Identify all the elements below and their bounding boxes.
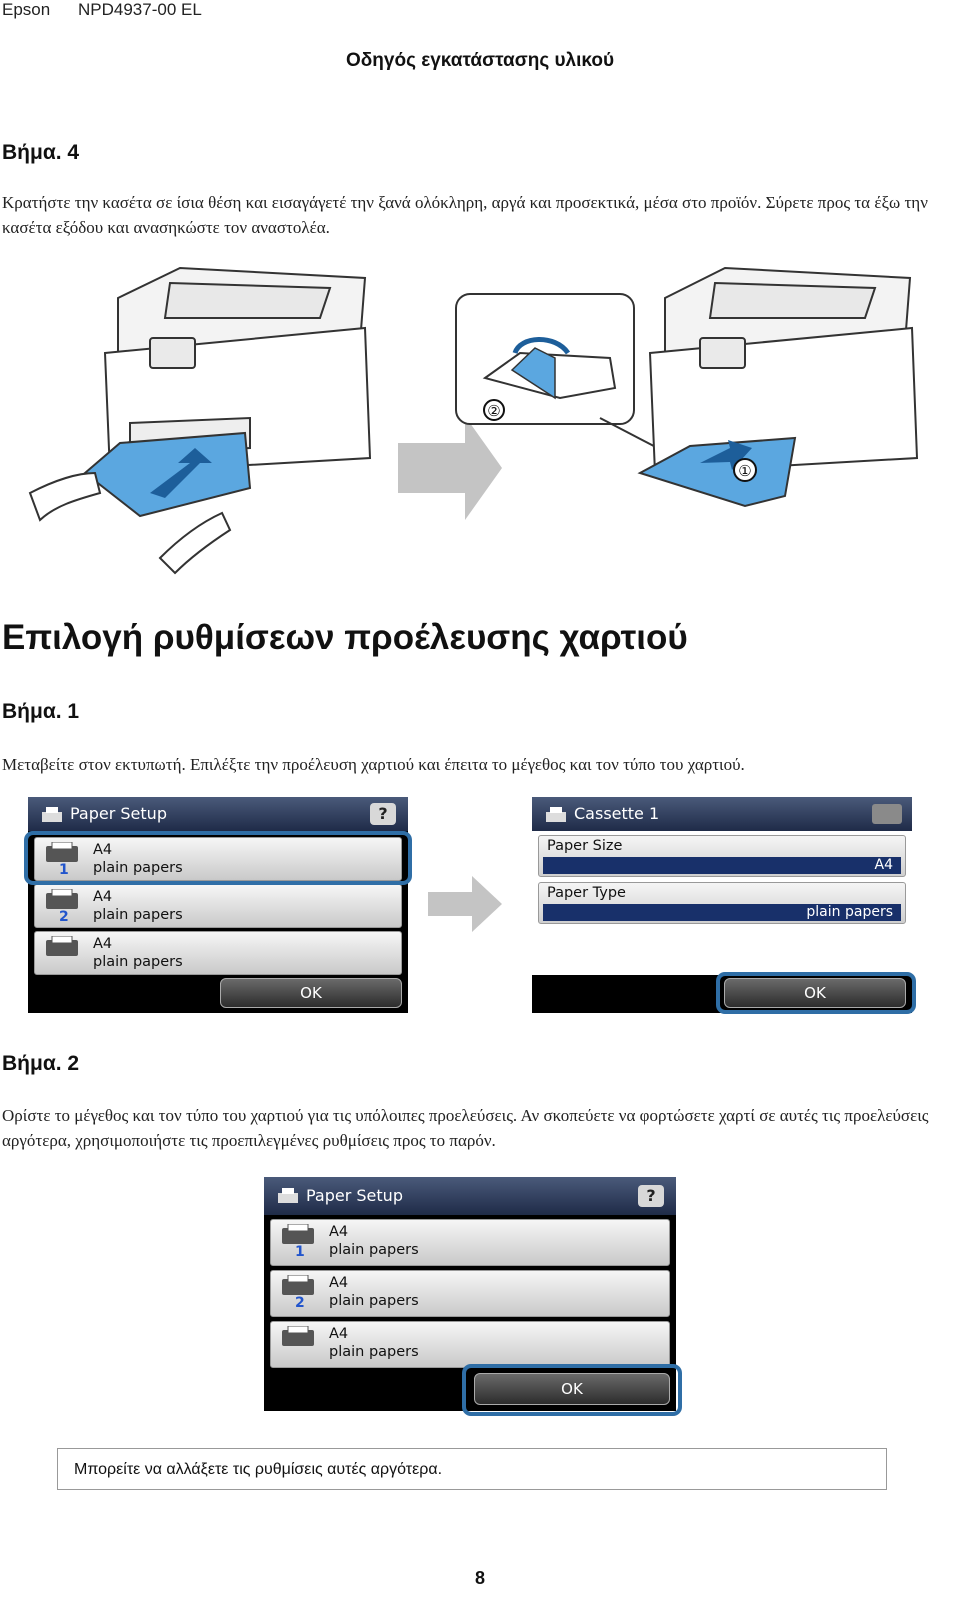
printer-right <box>637 266 919 508</box>
tray-paper-size: A4 <box>329 1275 349 1291</box>
ok-button[interactable]: OK <box>220 978 402 1008</box>
note-text: Μπορείτε να αλλάξετε τις ρυθμίσεις αυτές… <box>74 1461 443 1478</box>
document-title: Οδηγός εγκατάστασης υλικού <box>345 50 615 71</box>
tray-rear-button[interactable]: A4 plain papers <box>270 1321 670 1368</box>
lcd-title-bar <box>264 1177 676 1215</box>
tray-paper-size: A4 <box>329 1326 349 1342</box>
lcd-title-bar <box>532 797 912 831</box>
printer-icon <box>42 807 62 822</box>
paper-size-row[interactable]: Paper Size A4 <box>538 835 906 877</box>
help-icon[interactable]: ? <box>638 1185 664 1207</box>
tray-printer-icon <box>282 1326 314 1346</box>
tray-paper-size: A4 <box>93 889 113 905</box>
tray-number: 2 <box>59 909 69 925</box>
lcd-title-bar <box>28 797 408 831</box>
callout-2: ② <box>487 402 500 420</box>
tray-printer-icon <box>282 1224 314 1244</box>
tray-paper-type: plain papers <box>329 1344 419 1360</box>
callout-1: ① <box>738 462 751 480</box>
paper-type-row[interactable]: Paper Type plain papers <box>538 882 906 924</box>
tray-1-button[interactable]: 1 A4 plain papers <box>34 837 402 881</box>
tray-2-button[interactable]: 2 A4 plain papers <box>34 884 402 928</box>
tray-printer-icon <box>282 1275 314 1295</box>
selection-highlight <box>716 972 916 1014</box>
printer-icon <box>278 1188 298 1203</box>
section-title: Επιλογή ρυθμίσεων προέλευσης χαρτιού <box>2 618 688 657</box>
lcd-title: Paper Setup <box>70 804 167 823</box>
help-icon[interactable]: ? <box>370 803 396 825</box>
tray-paper-size: A4 <box>93 936 113 952</box>
ok-button[interactable]: OK <box>474 1373 670 1405</box>
step-2-heading: Βήμα. 2 <box>2 1052 80 1075</box>
tray-paper-type: plain papers <box>329 1293 419 1309</box>
paper-size-value: A4 <box>543 857 901 874</box>
tray-paper-type: plain papers <box>93 860 183 876</box>
tray-number: 1 <box>59 862 69 878</box>
tray-2-button[interactable]: 2 A4 plain papers <box>270 1270 670 1317</box>
tray-paper-size: A4 <box>329 1224 349 1240</box>
tray-paper-size: A4 <box>93 842 113 858</box>
tray-number: 1 <box>295 1244 305 1260</box>
step-1-text: Μεταβείτε στον εκτυπωτή. Επιλέξτε την πρ… <box>2 755 745 774</box>
note-box: Μπορείτε να αλλάξετε τις ρυθμίσεις αυτές… <box>57 1448 887 1490</box>
tray-paper-type: plain papers <box>329 1242 419 1258</box>
tray-paper-type: plain papers <box>93 954 183 970</box>
tray-printer-icon <box>46 889 78 909</box>
arrow-right-icon <box>398 416 502 520</box>
tray-paper-type: plain papers <box>93 907 183 923</box>
printer-icon <box>546 807 566 822</box>
lcd-title: Paper Setup <box>306 1186 403 1205</box>
ok-button[interactable]: OK <box>724 978 906 1008</box>
tray-printer-icon <box>46 842 78 862</box>
paper-type-label: Paper Type <box>547 885 626 901</box>
step-2-text: Ορίστε το μέγεθος και τον τύπο του χαρτι… <box>2 1106 929 1150</box>
printer-illustration: ② ① <box>28 266 919 575</box>
tray-1-button[interactable]: 1 A4 plain papers <box>270 1219 670 1266</box>
tray-number: 2 <box>295 1295 305 1311</box>
paper-size-label: Paper Size <box>547 838 623 854</box>
lcd-paper-setup-screen: Paper Setup ? 1 A4 plain papers 2 A4 pla… <box>28 797 408 1013</box>
step-4-text: Κρατήστε την κασέτα σε ίσια θέση και εισ… <box>2 193 928 237</box>
tray-printer-icon <box>46 936 78 956</box>
help-icon-disabled <box>872 804 902 824</box>
lcd-title: Cassette 1 <box>574 804 660 823</box>
step-1-heading: Βήμα. 1 <box>2 700 80 723</box>
step-4-heading: Βήμα. 4 <box>2 141 80 164</box>
selection-highlight <box>24 831 412 885</box>
selection-highlight <box>462 1364 682 1416</box>
printer-left <box>28 266 372 575</box>
arrow-right-icon <box>428 876 502 932</box>
brand-name: Epson <box>2 0 51 19</box>
page-number: 8 <box>474 1568 485 1588</box>
paper-type-value: plain papers <box>543 904 901 921</box>
tray-rear-button[interactable]: A4 plain papers <box>34 931 402 975</box>
document-id: NPD4937-00 EL <box>78 0 202 19</box>
